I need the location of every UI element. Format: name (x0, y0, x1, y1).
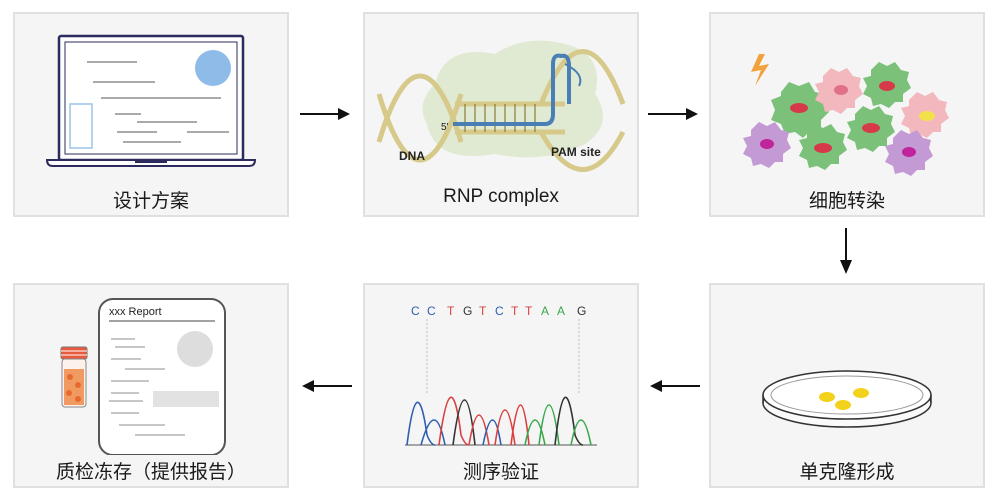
rnp-complex-diagram: 5' DNA PAM site (376, 40, 626, 172)
sequence-base: C (495, 304, 504, 318)
sequence-base: A (541, 304, 549, 318)
cell (863, 62, 911, 108)
cells-illustration (743, 54, 949, 176)
step-label: 质检冻存（提供报告） (55, 461, 246, 483)
step-rnp-panel: 5' DNA PAM site RNP complex (363, 12, 639, 217)
cell (847, 106, 895, 152)
cell (771, 82, 829, 138)
lightning-icon (751, 54, 769, 86)
petri-dish-icon (762, 370, 932, 428)
pam-label: PAM site (551, 145, 601, 159)
vial-icon (60, 346, 88, 408)
report-title: xxx Report (109, 306, 162, 318)
step-qc-storage-panel: xxx Report 质检冻存（提供报告） (13, 283, 289, 488)
cell (901, 92, 949, 138)
sequence-base: T (511, 304, 519, 318)
step-label: 细胞转染 (808, 190, 885, 212)
step-transfection-panel: 细胞转染 (709, 12, 985, 217)
colony (819, 392, 835, 402)
step-label: RNP complex (443, 186, 559, 207)
laptop-icon (45, 34, 257, 167)
sequence-base: C (427, 304, 436, 318)
arrow-left-2 (302, 380, 352, 392)
arrow-down (840, 228, 852, 274)
step-monoclonal-panel: 单克隆形成 (709, 283, 985, 488)
sequence-base: T (447, 304, 455, 318)
cell (885, 130, 933, 176)
step-label: 测序验证 (462, 461, 539, 483)
sequence-base: T (479, 304, 487, 318)
colony (835, 400, 851, 410)
sequence-base: C (411, 304, 420, 318)
report-icon: xxx Report (60, 298, 226, 455)
cell (743, 122, 791, 168)
five-prime-label: 5' (441, 122, 449, 133)
arrow-right-2 (648, 108, 698, 120)
sequence-base: G (463, 304, 472, 318)
step-label: 设计方案 (112, 190, 189, 212)
colony (853, 388, 869, 398)
step-label: 单克隆形成 (799, 461, 895, 483)
cell (815, 68, 863, 114)
arrow-right-1 (300, 108, 350, 120)
cell (799, 124, 847, 170)
sequence-base: T (525, 304, 533, 318)
dna-label: DNA (399, 149, 425, 163)
arrow-left-1 (650, 380, 700, 392)
sequence-base: G (577, 304, 586, 318)
step-design-panel: 设计方案 (13, 12, 289, 217)
sequence-base: A (557, 304, 565, 318)
